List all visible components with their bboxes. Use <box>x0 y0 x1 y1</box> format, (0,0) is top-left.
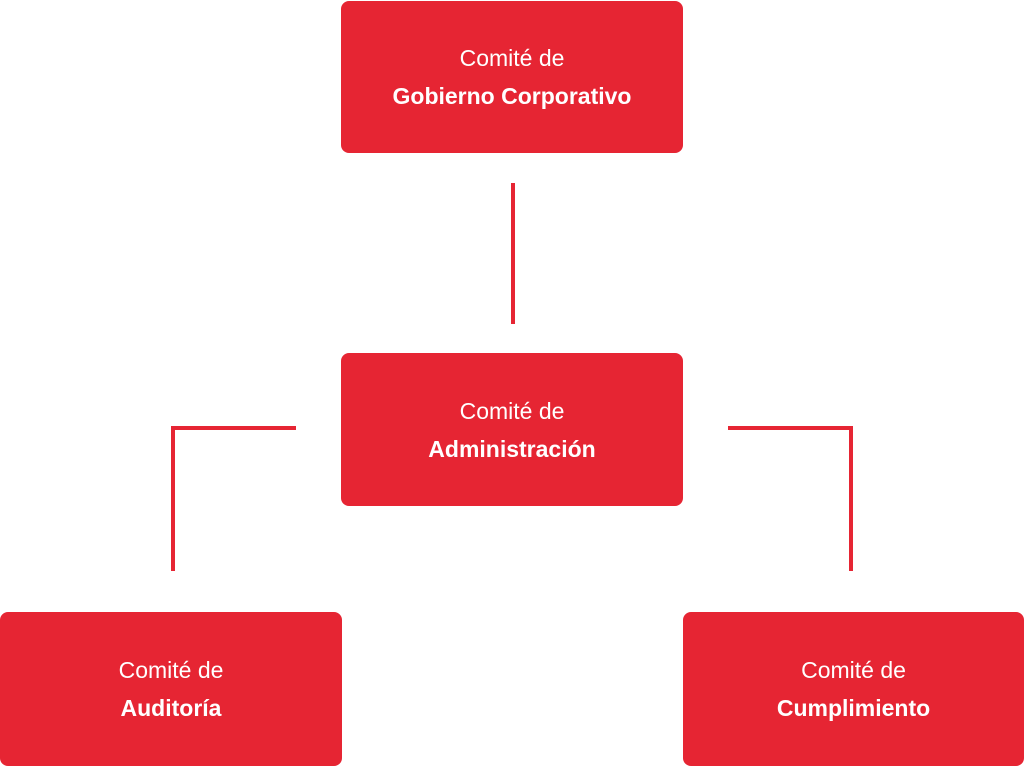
node-gobierno-name: Gobierno Corporativo <box>392 83 632 109</box>
node-gobierno-prefix: Comité de <box>459 45 565 71</box>
node-gobierno-corporativo: Comité de Gobierno Corporativo <box>341 1 683 153</box>
node-cumplimiento-name: Cumplimiento <box>776 695 931 721</box>
node-auditoria: Comité de Auditoría <box>0 612 342 766</box>
node-administracion-name: Administración <box>428 435 596 462</box>
node-auditoria-name: Auditoría <box>120 695 222 721</box>
connector-administracion-cumplimiento-vertical <box>849 426 853 571</box>
node-administracion: Comité de Administración <box>341 353 683 506</box>
node-cumplimiento: Comité de Cumplimiento <box>683 612 1024 766</box>
node-cumplimiento-prefix: Comité de <box>801 657 906 683</box>
connector-administracion-cumplimiento-horizontal <box>728 426 853 430</box>
connector-administracion-auditoria-vertical <box>171 426 175 571</box>
node-auditoria-prefix: Comité de <box>118 657 224 683</box>
node-administracion-prefix: Comité de <box>459 397 565 424</box>
connector-gobierno-administracion <box>511 183 515 324</box>
connector-administracion-auditoria-horizontal <box>171 426 296 430</box>
